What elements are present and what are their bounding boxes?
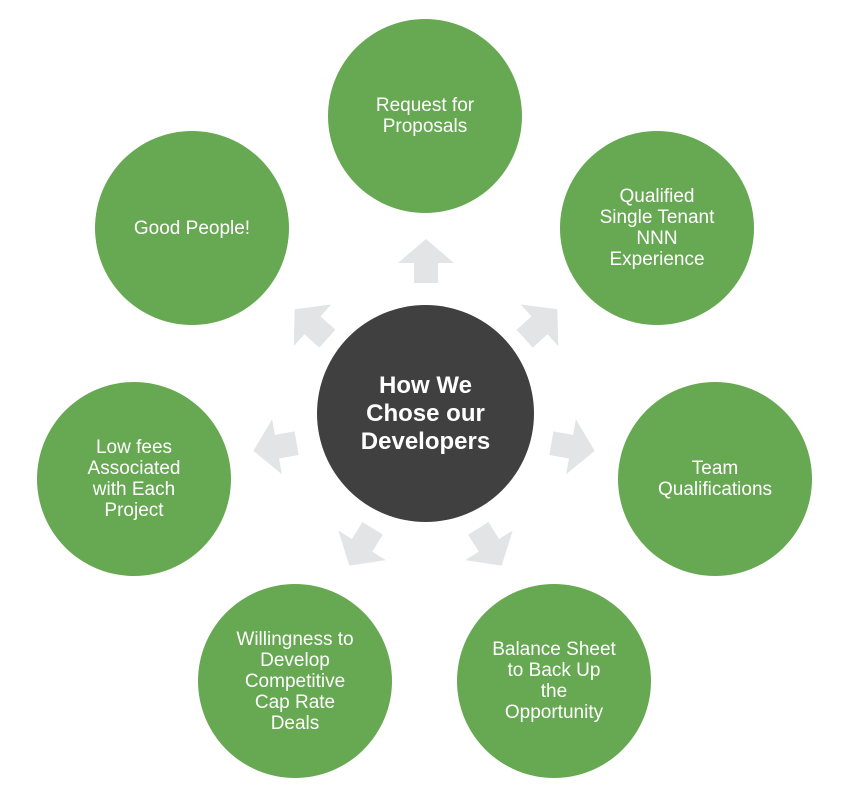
node-label: Team Qualifications (657, 458, 773, 500)
arrow-icon-balance (465, 521, 513, 566)
arrow-icon-good-people (293, 304, 336, 348)
node-label: Balance Sheet to Back Up the Opportunity (492, 639, 616, 723)
node-label: Qualified Single Tenant NNN Experience (599, 186, 715, 270)
node-label: Low fees Associated with Each Project (87, 437, 181, 521)
node-balance-sheet: Balance Sheet to Back Up the Opportunity (457, 584, 651, 778)
arrow-icon-team (549, 419, 595, 475)
node-low-fees: Low fees Associated with Each Project (37, 382, 231, 576)
node-willingness: Willingness to Develop Competitive Cap R… (198, 584, 392, 778)
node-team-qualifications: Team Qualifications (618, 382, 812, 576)
arrow-icon-willingness (338, 521, 386, 566)
arrow-icon-qualified (516, 304, 559, 348)
center-circle: How We Chose our Developers (317, 305, 534, 522)
arrow-icon-request (398, 239, 454, 283)
node-label: Request for Proposals (375, 95, 475, 137)
center-label: How We Chose our Developers (360, 371, 491, 455)
node-label: Willingness to Develop Competitive Cap R… (236, 628, 354, 734)
node-label: Good People! (133, 217, 251, 239)
arrow-icon-low-fees (253, 419, 299, 475)
node-good-people: Good People! (95, 131, 289, 325)
node-qualified-experience: Qualified Single Tenant NNN Experience (560, 131, 754, 325)
node-request-for-proposals: Request for Proposals (328, 19, 522, 213)
